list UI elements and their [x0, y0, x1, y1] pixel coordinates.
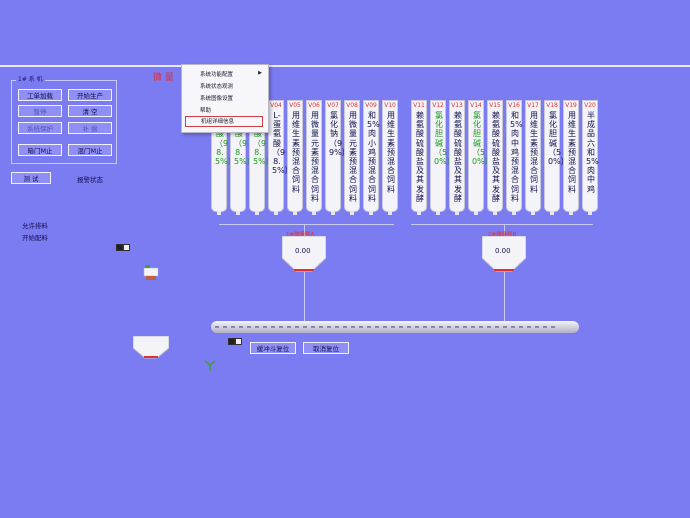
context-menu: 系统功能配置 ▶ 系统状态观测 系统图像设置 帮助 机组详细信息	[181, 64, 269, 133]
silo-code: V12	[432, 102, 444, 109]
silo[interactable]: V19 用维生素预混合饲料	[563, 100, 579, 215]
silo-code: V05	[289, 102, 301, 109]
silo-label: 氯化胆碱（50%）	[548, 111, 569, 167]
silo-code: V20	[584, 102, 596, 109]
screw-conveyor	[211, 321, 579, 333]
silo-label: 和5%肉小鸡预混合饲料	[367, 111, 380, 203]
silo[interactable]: V20 半成品六和5%肉中鸡	[582, 100, 599, 215]
start-batching-label: 开始配料	[22, 234, 48, 242]
load-order-button[interactable]: 工单加载	[18, 89, 62, 101]
silo[interactable]: V17 用维生素预混合饲料	[525, 100, 541, 215]
menu-item-image-settings[interactable]: 系统图像设置	[200, 96, 234, 102]
silo-label: 用维生素预混合饲料	[568, 111, 576, 194]
hopper-value-a: 0.00	[295, 247, 311, 255]
feeder-icon	[143, 265, 159, 280]
silo-code: V16	[508, 102, 520, 109]
panel-title: 1# 系 机	[16, 74, 45, 83]
silo-code: V15	[489, 102, 501, 109]
silo[interactable]: V18 氯化胆碱（50%）	[544, 100, 569, 215]
silo[interactable]: V10 用维生素预混合饲料	[382, 100, 398, 215]
silo-code: V14	[470, 102, 482, 109]
silo-label: 用维生素预混合饲料	[292, 111, 300, 194]
collector-pipe	[304, 224, 305, 236]
indicator-box	[235, 338, 242, 345]
valve-icon	[204, 360, 216, 371]
silo-label: 半成品六和5%肉中鸡	[586, 111, 599, 194]
silo-label: 和5%肉中鸡预混合饲料	[510, 111, 523, 203]
discharge-pipe	[504, 272, 505, 321]
silo[interactable]: V12 氯化胆碱（50%）	[430, 100, 455, 215]
silo-label: 用维生素预混合饲料	[530, 111, 538, 194]
silo-label: 赖氨酸硫酸盐及其发酵	[454, 111, 462, 203]
silo-code: V17	[527, 102, 539, 109]
indicator-box	[123, 244, 130, 251]
silo[interactable]: V08 用微量元素预混合饲料	[344, 100, 360, 215]
menu-item-status-observe[interactable]: 系统状态观测	[200, 84, 234, 90]
silo-label: 氯化钠（99%）	[329, 111, 350, 157]
silo[interactable]: V16 和5%肉中鸡预混合饲料	[506, 100, 523, 215]
silo[interactable]: V11 赖氨酸硫酸盐及其发酵	[411, 100, 427, 215]
hopper-value-b: 0.00	[495, 247, 511, 255]
silo[interactable]: V09 和5%肉小鸡预混合饲料	[363, 100, 380, 215]
buffer-reset-button[interactable]: 缓冲斗复位	[250, 342, 296, 354]
menu-item-system-config[interactable]: 系统功能配置	[200, 72, 234, 78]
compensate-button[interactable]: 补 偿	[68, 122, 112, 134]
silo-label: 氯化胆碱（50%）	[472, 111, 493, 167]
silo-label: 赖氨酸硫酸盐及其发酵	[492, 111, 500, 203]
menu-item-unit-details[interactable]: 机组详细信息	[185, 116, 263, 127]
door-stop-button-b[interactable]: 混门M止	[68, 144, 112, 156]
indicator-box	[228, 338, 235, 345]
cancel-reset-button[interactable]: 取消复位	[303, 342, 349, 354]
hopper-label-a: 1#微量秤A	[286, 232, 315, 238]
silo[interactable]: V15 赖氨酸硫酸盐及其发酵	[487, 100, 503, 215]
alarm-status-label: 报警状态	[77, 176, 103, 184]
discharge-pipe	[304, 272, 305, 321]
control-panel: 1# 系 机 工单加载 开始生产 暂停 清 空 系统保护 补 偿 暗门M止 混门…	[11, 74, 117, 164]
silo-label: 用微量元素预混合饲料	[311, 111, 319, 203]
silo-label: 用维生素预混合饲料	[387, 111, 395, 194]
silo-label: 用微量元素预混合饲料	[349, 111, 357, 203]
collector-pipe	[219, 224, 394, 225]
silo[interactable]: V05 用维生素预混合饲料	[287, 100, 303, 215]
top-divider	[0, 65, 690, 67]
clear-button[interactable]: 清 空	[68, 105, 112, 117]
silo-code: V06	[308, 102, 320, 109]
screen-title: 微 量	[153, 73, 174, 83]
silo-code: V18	[546, 102, 558, 109]
collector-pipe	[504, 224, 505, 236]
indicator-box	[116, 244, 123, 251]
silo[interactable]: V14 氯化胆碱（50%）	[468, 100, 493, 215]
silo-code: V13	[451, 102, 463, 109]
silo[interactable]: V06 用微量元素预混合饲料	[306, 100, 322, 215]
pause-button[interactable]: 暂停	[18, 105, 62, 117]
buffer-hopper	[133, 336, 169, 359]
silo[interactable]: V13 赖氨酸硫酸盐及其发酵	[449, 100, 465, 215]
allow-discharge-label: 允许排料	[22, 222, 48, 230]
silo-code: V11	[413, 102, 425, 109]
silo-code: V19	[565, 102, 577, 109]
silo-code: V09	[365, 102, 377, 109]
collector-pipe	[411, 224, 593, 225]
silo-code: V07	[327, 102, 339, 109]
silo-label: 赖氨酸硫酸盐及其发酵	[416, 111, 424, 203]
weigh-hopper-a	[282, 236, 326, 272]
weigh-hopper-b	[482, 236, 526, 272]
door-stop-button-a[interactable]: 暗门M止	[18, 144, 62, 156]
test-button[interactable]: 测 试	[11, 172, 51, 184]
system-protect-button[interactable]: 系统保护	[18, 122, 62, 134]
silo-code: V10	[384, 102, 396, 109]
silo-label: 氯化胆碱（50%）	[434, 111, 455, 167]
silo-code: V08	[346, 102, 358, 109]
submenu-arrow-icon: ▶	[258, 70, 262, 76]
menu-item-help[interactable]: 帮助	[200, 108, 212, 114]
start-production-button[interactable]: 开始生产	[68, 89, 112, 101]
silo[interactable]: V07 氯化钠（99%）	[325, 100, 350, 215]
hopper-label-b: 2#微量秤B	[488, 232, 517, 238]
silo-label: L-蛋氨酸（98.5%）	[272, 111, 293, 176]
silo-code: V04	[270, 102, 282, 109]
